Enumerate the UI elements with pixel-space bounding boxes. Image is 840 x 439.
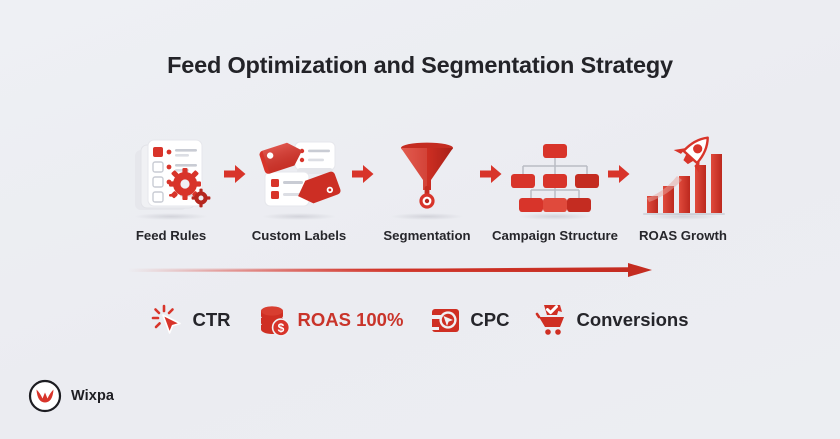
price-tags-cards-icon xyxy=(246,126,352,222)
right-arrow-icon xyxy=(352,126,374,222)
process-flow: Feed Rules xyxy=(118,126,734,254)
metric-ctr[interactable]: CTR xyxy=(151,303,231,337)
process-step-roas-growth[interactable]: ROAS Growth xyxy=(630,126,736,243)
shadow-ellipse xyxy=(646,213,720,220)
process-step-label: Campaign Structure xyxy=(491,228,619,243)
right-arrow-icon xyxy=(608,126,630,222)
process-step-custom-labels[interactable]: Custom Labels xyxy=(246,126,352,243)
process-step-label: Feed Rules xyxy=(135,228,207,243)
rocket-bar-chart-icon xyxy=(630,126,736,222)
process-step-feed-rules[interactable]: Feed Rules xyxy=(118,126,224,243)
right-arrow-icon xyxy=(224,126,246,222)
org-hierarchy-icon xyxy=(502,126,608,222)
process-step-label: Custom Labels xyxy=(251,228,347,243)
funnel-icon xyxy=(374,126,480,222)
process-step-label: Segmentation xyxy=(383,228,471,243)
shadow-ellipse xyxy=(518,213,592,220)
process-step-campaign-structure[interactable]: Campaign Structure xyxy=(492,126,618,243)
metric-label: Conversions xyxy=(576,309,689,330)
metric-label: CTR xyxy=(192,309,231,330)
cursor-badge-icon xyxy=(429,303,463,337)
metric-label: CPC xyxy=(470,309,510,330)
svg-text:$: $ xyxy=(277,321,284,335)
shopping-cart-check-icon xyxy=(535,303,569,337)
shadow-ellipse xyxy=(390,213,464,220)
coin-stack-dollar-icon: $ xyxy=(257,303,291,337)
metrics-row: CTR $ ROAS 100% xyxy=(0,303,840,337)
right-arrow-icon xyxy=(480,126,502,222)
process-step-segmentation[interactable]: Segmentation xyxy=(374,126,480,243)
page-title: Feed Optimization and Segmentation Strat… xyxy=(167,52,673,78)
process-step-label: ROAS Growth xyxy=(639,228,727,243)
click-cursor-icon xyxy=(151,303,185,337)
metric-cpc[interactable]: CPC xyxy=(429,303,509,337)
document-checklist-gears-icon xyxy=(118,126,224,222)
brand-logo[interactable]: Wixpa xyxy=(28,379,114,413)
metric-conversions[interactable]: Conversions xyxy=(535,303,689,337)
metric-label: ROAS 100% xyxy=(297,309,404,330)
brand-name: Wixpa xyxy=(71,388,115,404)
shadow-ellipse xyxy=(262,213,336,220)
wixpa-w-logo-icon xyxy=(28,379,62,413)
metric-roas[interactable]: $ ROAS 100% xyxy=(257,303,404,337)
shadow-ellipse xyxy=(134,213,208,220)
long-gradient-arrow-icon xyxy=(128,262,653,278)
